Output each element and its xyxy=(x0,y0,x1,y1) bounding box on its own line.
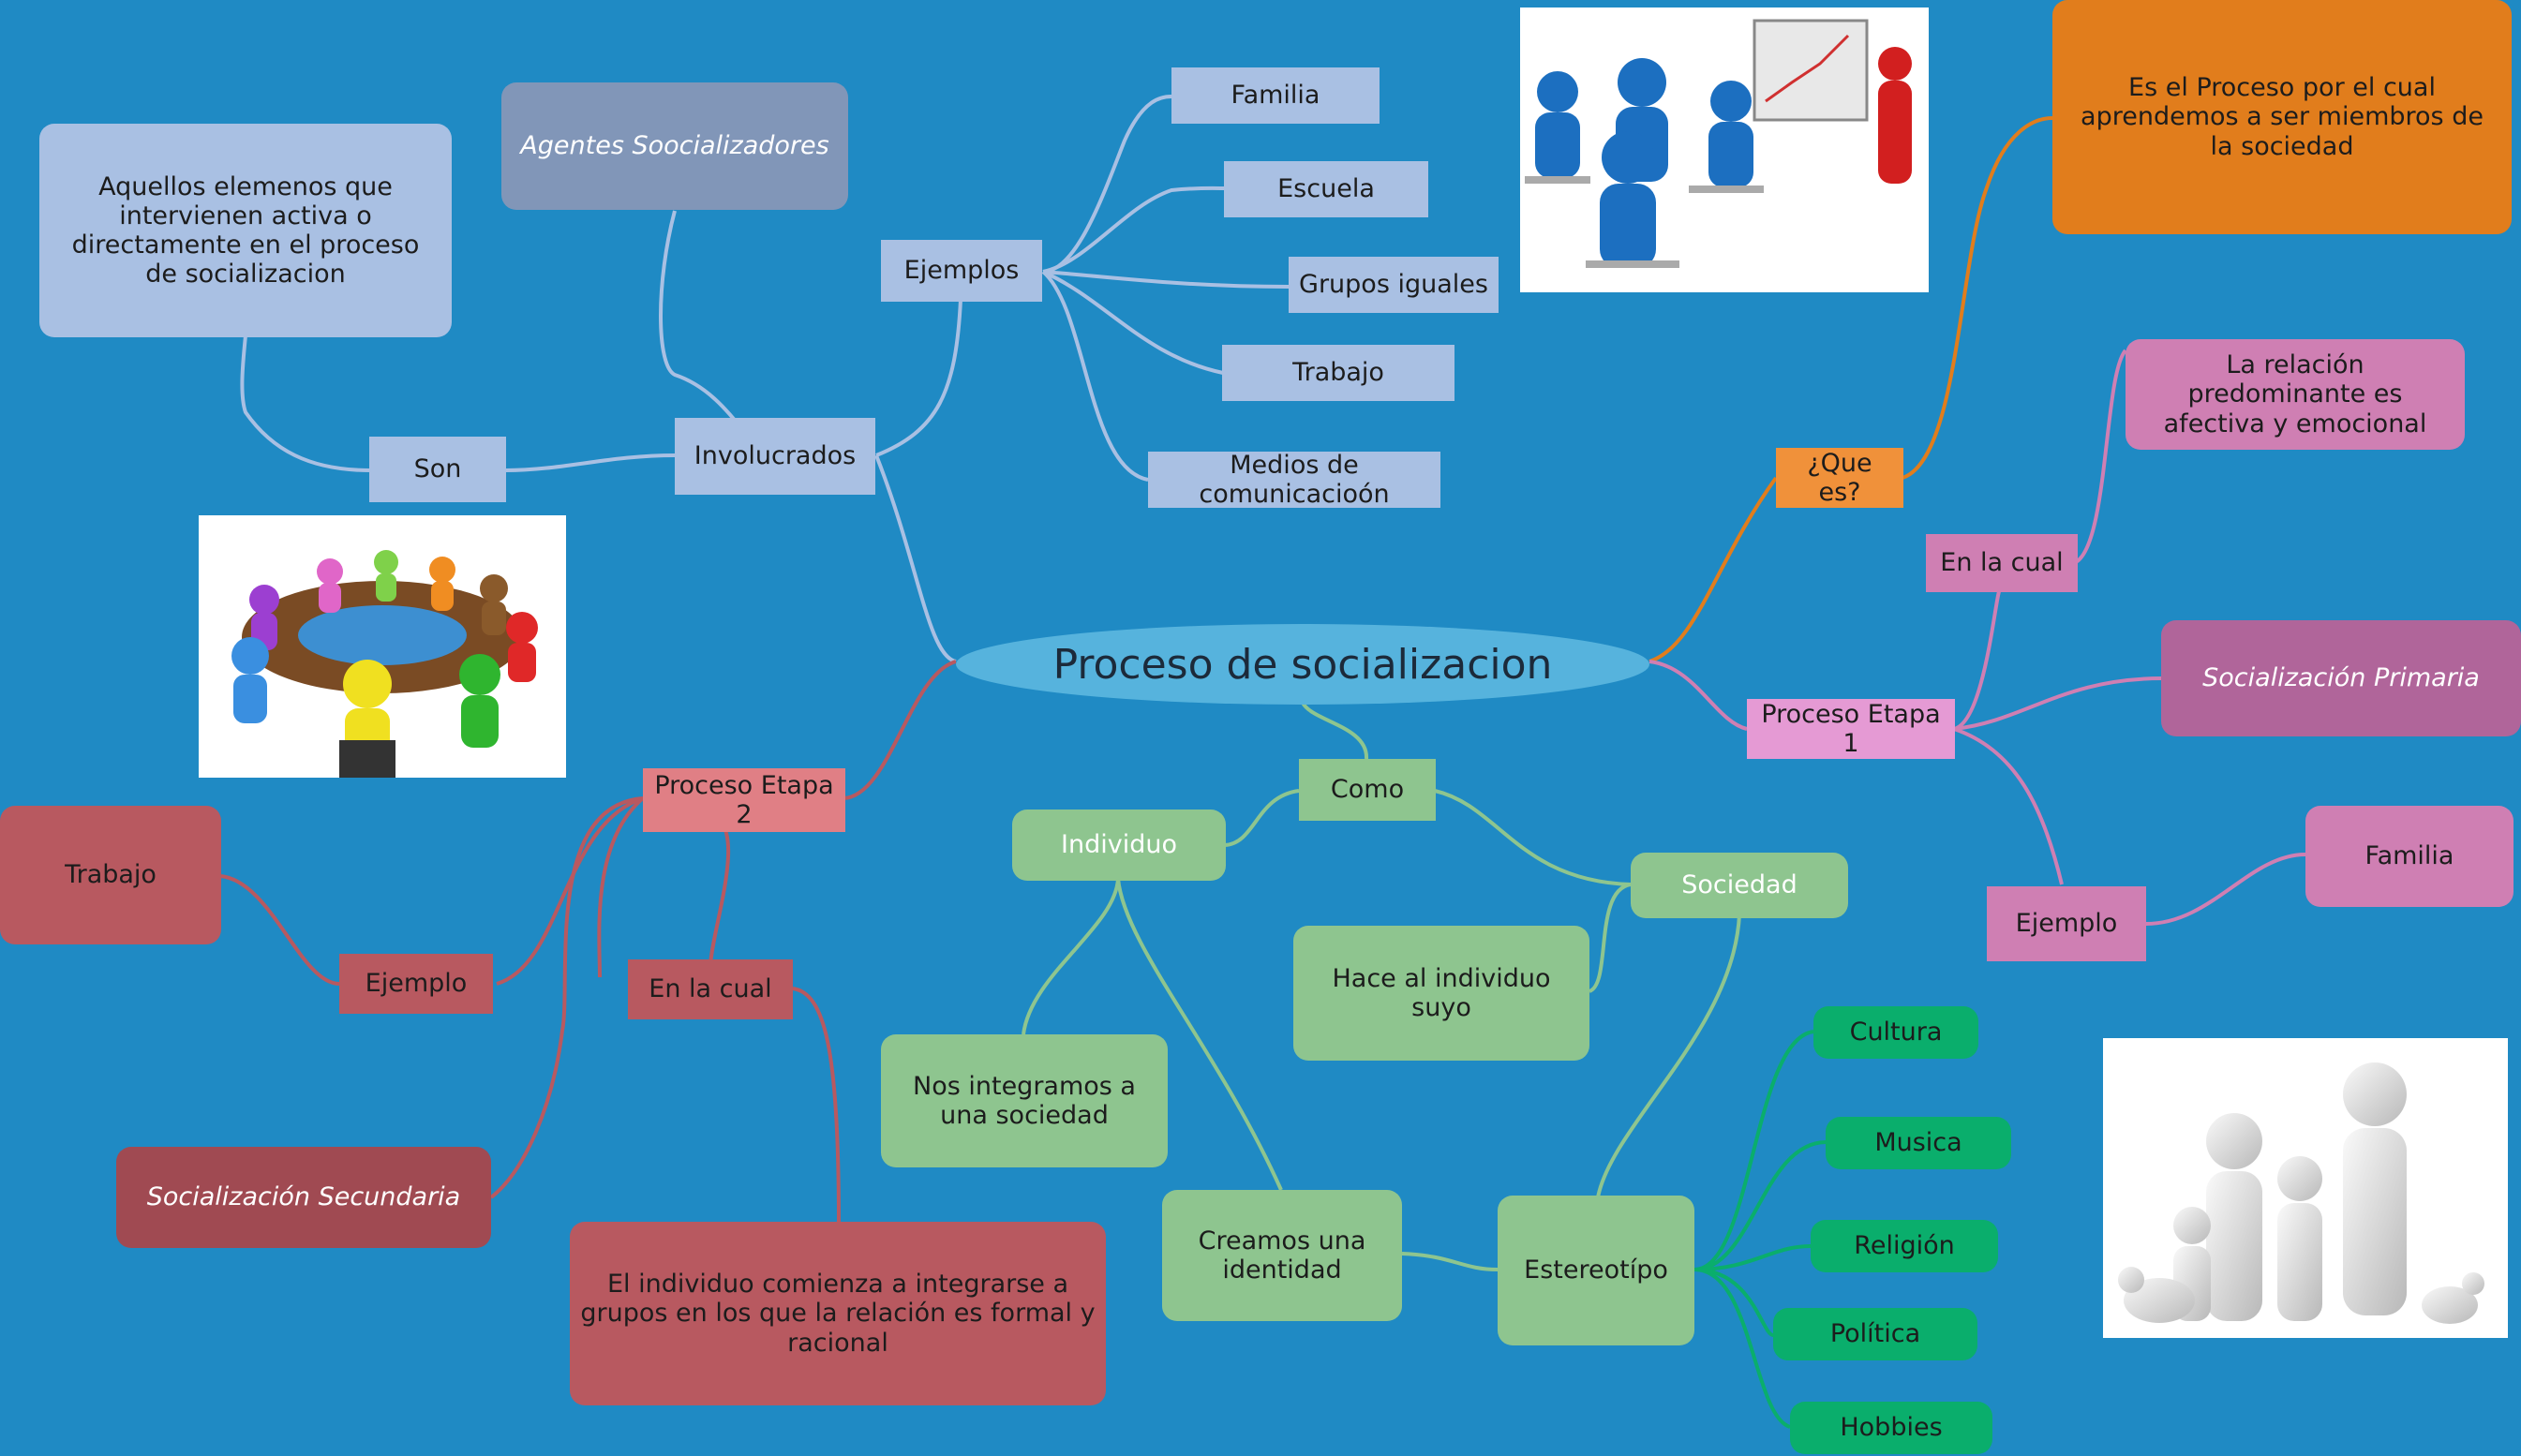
estereotipo-cultura-node[interactable]: Cultura xyxy=(1813,1006,1978,1059)
ejemplos-node[interactable]: Ejemplos xyxy=(881,240,1042,302)
creamos-identidad-node[interactable]: Creamos una identidad xyxy=(1162,1190,1402,1321)
como-node[interactable]: Como xyxy=(1299,759,1436,821)
etapa1-en-la-cual-node[interactable]: En la cual xyxy=(1926,534,2078,592)
agentes-socializadores-node[interactable]: Agentes Soocializadores xyxy=(501,82,848,210)
etapa1-familia-node[interactable]: Familia xyxy=(2305,806,2514,907)
proceso-etapa-1-node[interactable]: Proceso Etapa 1 xyxy=(1747,699,1955,759)
que-es-node[interactable]: ¿Que es? xyxy=(1776,448,1903,508)
etapa1-ejemplo-node[interactable]: Ejemplo xyxy=(1987,886,2146,961)
relacion-formal-node[interactable]: El individuo comienza a integrarse a gru… xyxy=(570,1222,1106,1405)
estereotipo-hobbies-node[interactable]: Hobbies xyxy=(1790,1402,1992,1454)
etapa2-trabajo-node[interactable]: Trabajo xyxy=(0,806,221,944)
sociedad-node[interactable]: Sociedad xyxy=(1631,853,1848,918)
hace-individuo-suyo-node[interactable]: Hace al individuo suyo xyxy=(1293,926,1589,1061)
ejemplo-escuela-node[interactable]: Escuela xyxy=(1224,161,1428,217)
definicion-proceso-node[interactable]: Es el Proceso por el cual aprendemos a s… xyxy=(2052,0,2512,234)
estereotipo-religion-node[interactable]: Religión xyxy=(1811,1220,1998,1272)
definicion-agentes-node[interactable]: Aquellos elemenos que intervienen activa… xyxy=(39,124,452,337)
classroom-presentation-image xyxy=(1520,7,1929,292)
socializacion-secundaria-node[interactable]: Socialización Secundaria xyxy=(116,1147,491,1248)
ejemplo-medios-node[interactable]: Medios de comunicacioón xyxy=(1148,452,1440,508)
relacion-afectiva-node[interactable]: La relación predominante es afectiva y e… xyxy=(2126,339,2465,450)
estereotipo-politica-node[interactable]: Política xyxy=(1773,1308,1977,1360)
family-figures-image xyxy=(2103,1038,2508,1338)
ejemplo-grupos-iguales-node[interactable]: Grupos iguales xyxy=(1289,257,1499,313)
team-meeting-image xyxy=(199,515,566,778)
son-node[interactable]: Son xyxy=(369,437,506,502)
socializacion-primaria-node[interactable]: Socialización Primaria xyxy=(2161,620,2521,736)
estereotipo-musica-node[interactable]: Musica xyxy=(1826,1117,2011,1169)
etapa2-ejemplo-node[interactable]: Ejemplo xyxy=(339,954,493,1014)
central-topic[interactable]: Proceso de socializacion xyxy=(956,624,1649,705)
estereotipo-node[interactable]: Estereotípo xyxy=(1498,1196,1694,1345)
integramos-sociedad-node[interactable]: Nos integramos a una sociedad xyxy=(881,1034,1168,1167)
ejemplo-trabajo-node[interactable]: Trabajo xyxy=(1222,345,1454,401)
etapa2-en-la-cual-node[interactable]: En la cual xyxy=(628,959,793,1019)
individuo-node[interactable]: Individuo xyxy=(1012,810,1226,881)
involucrados-node[interactable]: Involucrados xyxy=(675,418,875,495)
ejemplo-familia-node[interactable]: Familia xyxy=(1171,67,1380,124)
proceso-etapa-2-node[interactable]: Proceso Etapa 2 xyxy=(643,768,845,832)
